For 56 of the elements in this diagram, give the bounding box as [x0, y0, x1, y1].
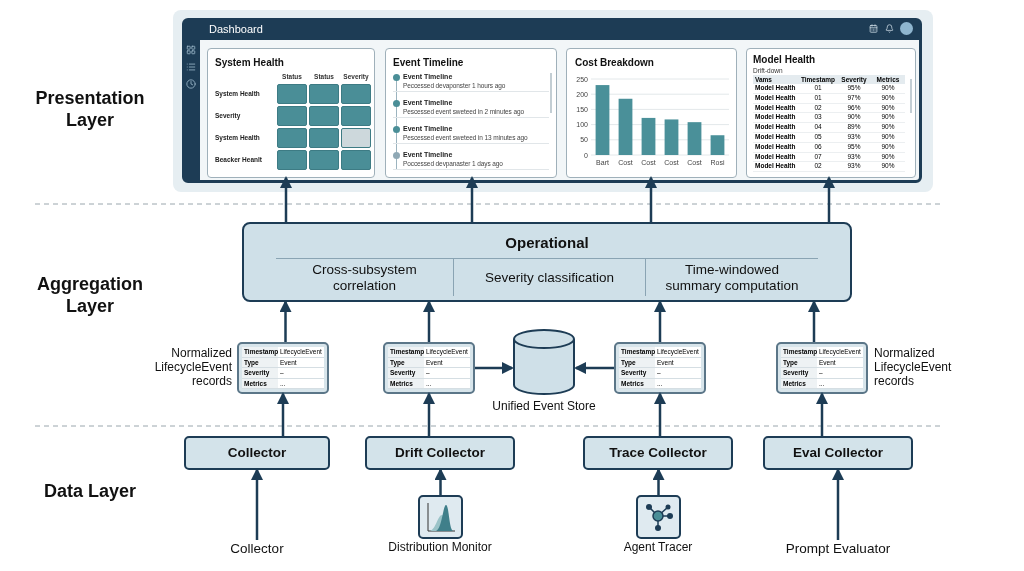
- card-title: Cost Breakdown: [575, 56, 655, 70]
- source-caption: Collector: [230, 539, 284, 558]
- box-title: Operational: [504, 233, 590, 253]
- collector-box: [763, 436, 913, 470]
- dashboard-card: [207, 48, 375, 178]
- arrow: [652, 468, 665, 495]
- aggregation-box: [242, 222, 852, 302]
- source-caption: Prompt Evaluator: [785, 539, 891, 558]
- function-label: Severity classification: [484, 269, 615, 286]
- card-title: Model Health: [753, 54, 817, 66]
- arrow: [645, 176, 657, 222]
- arrow: [279, 300, 292, 342]
- arrow: [832, 468, 844, 540]
- arrow: [475, 362, 514, 374]
- collector-label: Eval Collector: [793, 443, 883, 462]
- arrow: [574, 362, 614, 374]
- arrow: [423, 300, 435, 342]
- arrow: [277, 392, 289, 436]
- dashboard-window: [182, 18, 922, 183]
- arrow: [466, 176, 478, 222]
- node-caption: Unified Event Store: [491, 399, 597, 413]
- arrow: [434, 468, 447, 495]
- arrow: [808, 300, 820, 342]
- collector-label: Trace Collector: [609, 443, 707, 462]
- record-card: [776, 342, 868, 394]
- record-card: [383, 342, 475, 394]
- record-card: [237, 342, 329, 394]
- collector-box: [583, 436, 733, 470]
- function-label: Cross-subsystem correlation: [311, 261, 418, 294]
- node-caption: Normalized LifecycleEvent records: [874, 346, 953, 388]
- node-caption: Distribution Monitor: [387, 540, 493, 554]
- collector-label: Collector: [227, 443, 287, 462]
- dashboard-card: [385, 48, 557, 178]
- window-title: Dashboard: [209, 21, 263, 37]
- collector-label: Drift Collector: [395, 443, 485, 462]
- collector-box: [365, 436, 515, 470]
- layer-label: Data Layer: [43, 480, 137, 502]
- arrow: [654, 392, 666, 436]
- arrow: [280, 176, 292, 222]
- collector-box: [184, 436, 330, 470]
- arrow: [654, 300, 666, 342]
- node-caption: Agent Tracer: [622, 540, 694, 554]
- card-title: Event Timeline: [393, 56, 465, 70]
- dashboard-card: [566, 48, 737, 178]
- function-label: Time-windowed summary computation: [664, 261, 800, 294]
- arrow: [823, 176, 835, 222]
- dashboard-card: [746, 48, 916, 178]
- card-title: System Health: [215, 56, 285, 70]
- node-caption: Normalized LifecycleEvent records: [153, 346, 232, 388]
- layer-label: Aggregation Layer: [36, 273, 144, 317]
- database-cylinder: [512, 328, 576, 396]
- arrow: [423, 392, 435, 436]
- arrow: [251, 468, 263, 540]
- record-card: [614, 342, 706, 394]
- layer-label: Presentation Layer: [34, 87, 146, 131]
- arrow: [816, 392, 828, 436]
